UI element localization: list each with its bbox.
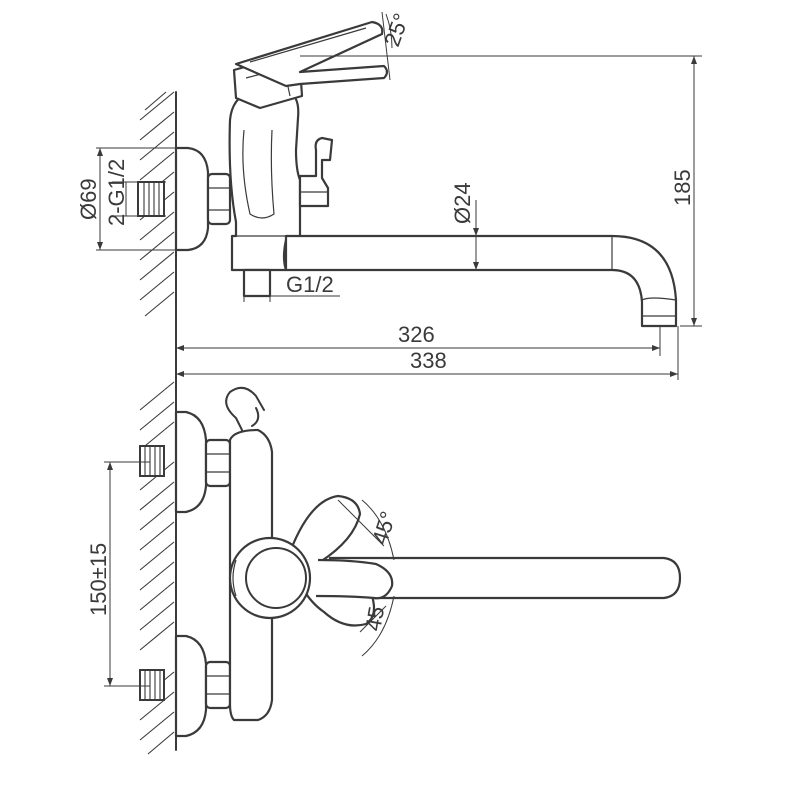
centers-label: 150±15 (86, 543, 111, 616)
height-label: 185 (670, 169, 695, 206)
reach-outer-label: 338 (410, 348, 447, 373)
angle-lower-label: 45 (360, 604, 389, 632)
wall-hatch-top (139, 91, 177, 381)
spout-diameter-dimension: Ø24 (450, 182, 479, 270)
flange-diameter-dimension: Ø69 2-G1/2 (76, 147, 186, 251)
inlet-thread-side (137, 181, 165, 217)
outlet-thread-label: G1/2 (286, 272, 334, 297)
centers-dimension: 150±15 (86, 461, 150, 687)
lower-inlet-top (139, 634, 232, 738)
spout-top (328, 556, 682, 600)
flange-side (174, 146, 210, 252)
lever-handle-side (234, 20, 389, 88)
upper-inlet-top (139, 410, 232, 514)
inlet-thread-label: 2-G1/2 (104, 159, 129, 226)
spout-side (284, 234, 678, 328)
nut-side (206, 172, 232, 226)
shower-hook-top (225, 386, 265, 431)
side-view: 25° Ø69 2-G1/2 Ø24 (76, 10, 702, 381)
top-view: 150±15 45° 45 (86, 379, 682, 755)
flange-diameter-label: Ø69 (76, 178, 101, 220)
outlet-side (242, 268, 272, 298)
angle-25-label: 25° (379, 10, 414, 50)
reach-inner-label: 326 (398, 322, 435, 347)
outlet-thread-dimension: G1/2 (243, 272, 340, 302)
reach-dimensions: 326 338 (176, 322, 679, 380)
spout-diameter-label: Ø24 (450, 182, 475, 224)
diverter-knob-side (298, 136, 334, 208)
angle-upper-label: 45° (367, 508, 401, 547)
height-dimension: 185 (300, 55, 702, 327)
angle-45-dimensions: 45° 45 (337, 499, 401, 657)
cartridge-top (228, 536, 394, 620)
